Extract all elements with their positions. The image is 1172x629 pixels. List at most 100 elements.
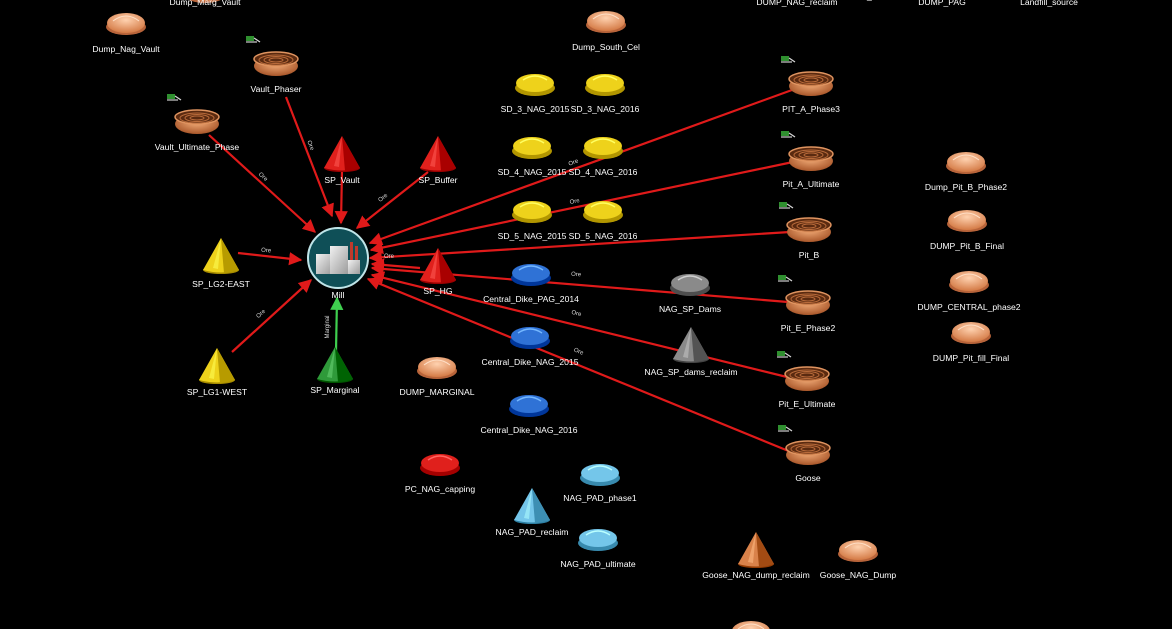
- node-dump-marg-vault[interactable]: Dump_Marg_Vault: [169, 0, 241, 7]
- node-sd4-2016[interactable]: SD_4_NAG_2016: [569, 137, 638, 177]
- node-sp-lg2[interactable]: SP_LG2-EAST: [192, 238, 251, 289]
- node-sd5-2016[interactable]: SD_5_NAG_2016: [569, 201, 638, 241]
- node-label: SP_Marginal: [310, 385, 359, 395]
- node-landfill-source[interactable]: Landfill_source: [1020, 0, 1078, 7]
- node-label: NAG_PAD_ultimate: [560, 559, 636, 569]
- node-label: Dump_South_Cel: [572, 42, 640, 52]
- node-cd-pag-2014[interactable]: Central_Dike_PAG_2014: [483, 264, 579, 304]
- edge-vault_ultimate-to-mill[interactable]: [208, 134, 316, 233]
- stockpile-cone-icon: [514, 488, 550, 524]
- pit-bowl-icon: [777, 351, 830, 391]
- node-nag-pad-ultimate[interactable]: NAG_PAD_ultimate: [560, 529, 636, 569]
- node-nag-pad-phase1[interactable]: NAG_PAD_phase1: [563, 464, 637, 503]
- node-label: SP_LG2-EAST: [192, 279, 251, 289]
- node-layer: Dump_Marg_VaultDump_Nag_VaultVault_Phase…: [92, 0, 1078, 629]
- node-nag-pad-reclaim[interactable]: NAG_PAD_reclaim: [496, 488, 569, 537]
- node-label: Goose: [795, 473, 821, 483]
- node-sd3-2015[interactable]: SD_3_NAG_2015: [501, 74, 570, 114]
- node-goose[interactable]: Goose: [778, 425, 831, 483]
- node-pit-a-phase3[interactable]: PIT_A_Phase3: [781, 56, 840, 114]
- node-cd-nag-2016[interactable]: Central_Dike_NAG_2016: [481, 395, 578, 435]
- node-label: NAG_PAD_reclaim: [496, 527, 569, 537]
- pad-icon: [670, 274, 710, 296]
- node-dump-marginal[interactable]: DUMP_MARGINAL: [400, 357, 475, 397]
- node-label: Pit_A_Ultimate: [783, 179, 840, 189]
- dump-mound-icon: [417, 357, 457, 379]
- stockpile-cone-icon: [324, 136, 360, 172]
- node-goose-nag-dump[interactable]: Goose_NAG_Dump: [820, 540, 897, 580]
- node-dump-central-phase2[interactable]: DUMP_CENTRAL_phase2: [917, 271, 1021, 312]
- node-sd5-2015[interactable]: SD_5_NAG_2015: [498, 201, 567, 241]
- node-pit-b[interactable]: Pit_B: [779, 202, 832, 260]
- node-mill[interactable]: Mill: [307, 227, 369, 300]
- node-label: SD_5_NAG_2015: [498, 231, 567, 241]
- node-nag-sp-dams[interactable]: NAG_SP_Dams: [659, 274, 721, 314]
- node-sp-hg[interactable]: SP_HG: [420, 248, 456, 296]
- node-pc-nag-capping[interactable]: PC_NAG_capping: [405, 454, 475, 494]
- node-label: Landfill_source: [1020, 0, 1078, 7]
- pad-icon: [512, 137, 552, 159]
- node-sd4-2015[interactable]: SD_4_NAG_2015: [498, 137, 567, 177]
- pad-icon: [512, 201, 552, 223]
- node-goose-nag-reclaim[interactable]: Goose_NAG_dump_reclaim: [702, 532, 810, 580]
- dump-mound-icon: [838, 540, 878, 562]
- node-sp-lg1[interactable]: SP_LG1-WEST: [187, 348, 248, 397]
- edge-label: Ore: [569, 198, 581, 206]
- node-sp-buffer[interactable]: SP_Buffer: [418, 136, 458, 185]
- node-sd3-2016[interactable]: SD_3_NAG_2016: [571, 74, 640, 114]
- node-label: DUMP_PAG: [918, 0, 966, 7]
- node-dump-nag-reclaim[interactable]: DUMP_NAG_reclaim: [756, 0, 837, 7]
- node-cd-nag-2015[interactable]: Central_Dike_NAG_2015: [482, 327, 579, 367]
- node-label: DUMP_MARGINAL: [400, 387, 475, 397]
- stockpile-cone-icon: [317, 347, 353, 383]
- node-dump-pag[interactable]: DUMP_PAG: [918, 0, 966, 7]
- edge-sp_lg2-to-mill[interactable]: [237, 251, 303, 266]
- pad-icon: [509, 395, 549, 417]
- pad-icon: [578, 529, 618, 551]
- node-vault-ultimate[interactable]: Vault_Ultimate_Phase: [155, 94, 240, 152]
- node-dump-pit-fill-final[interactable]: DUMP_Pit_fill_Final: [933, 322, 1010, 363]
- node-pit-e-ultimate[interactable]: Pit_E_Ultimate: [777, 351, 836, 409]
- node-dump-pit-b-phase2[interactable]: Dump_Pit_B_Phase2: [925, 152, 1007, 192]
- edge-sp_marginal-to-mill[interactable]: [330, 296, 344, 352]
- edge-label: Ore: [568, 158, 580, 167]
- node-dump-nag-vault[interactable]: Dump_Nag_Vault: [92, 13, 160, 54]
- edge-sp_hg-to-mill[interactable]: [370, 258, 421, 272]
- node-vault-phaser[interactable]: Vault_Phaser: [246, 36, 302, 94]
- edge-sp_vault-to-mill[interactable]: [334, 169, 348, 225]
- edge-goose-to-mill[interactable]: [366, 277, 792, 454]
- edge-pit_a_ultimate-to-mill[interactable]: [369, 160, 794, 255]
- node-nag-sp-dams-reclaim[interactable]: NAG_SP_dams_reclaim: [644, 327, 738, 377]
- node-dump-nag[interactable]: DUMP_NAG: [842, 0, 891, 1]
- node-label: Mill: [332, 290, 345, 300]
- excavator-icon: [781, 131, 796, 138]
- edge-sp_lg1-to-mill[interactable]: [231, 279, 312, 353]
- node-label: SD_5_NAG_2016: [569, 231, 638, 241]
- stockpile-cone-icon: [420, 136, 456, 172]
- node-label: PIT_A_Phase3: [782, 104, 840, 114]
- node-label: PC_NAG_capping: [405, 484, 475, 494]
- pad-icon: [510, 327, 550, 349]
- node-pit-a-ultimate[interactable]: Pit_A_Ultimate: [781, 131, 840, 189]
- edge-pit_e_ultimate-to-mill[interactable]: [370, 271, 788, 379]
- edge-label: Ore: [378, 192, 390, 203]
- edge-label: Ore: [257, 172, 269, 184]
- node-sp-vault[interactable]: SP_Vault: [324, 136, 360, 185]
- dump-mound-icon: [946, 152, 986, 174]
- stockpile-cone-icon: [203, 238, 239, 274]
- edge-pit_a_phase3-to-mill[interactable]: [368, 88, 793, 246]
- node-dump-pit-b-final[interactable]: DUMP_Pit_B_Final: [930, 210, 1004, 251]
- edge-vault_phaser-to-mill[interactable]: [284, 96, 334, 218]
- excavator-icon: [778, 425, 793, 432]
- node-bottom-partial[interactable]: [731, 621, 771, 629]
- node-pit-e-phase2[interactable]: Pit_E_Phase2: [778, 275, 835, 333]
- pit-bowl-icon: [778, 425, 831, 465]
- node-label: Goose_NAG_Dump: [820, 570, 897, 580]
- node-label: SP_Vault: [324, 175, 360, 185]
- stockpile-cone-icon: [738, 532, 774, 568]
- node-dump-south-cel[interactable]: Dump_South_Cel: [572, 11, 640, 52]
- node-sp-marginal[interactable]: SP_Marginal: [310, 347, 360, 395]
- edge-label: Ore: [571, 272, 582, 279]
- edge-sp_buffer-to-mill[interactable]: [355, 171, 429, 229]
